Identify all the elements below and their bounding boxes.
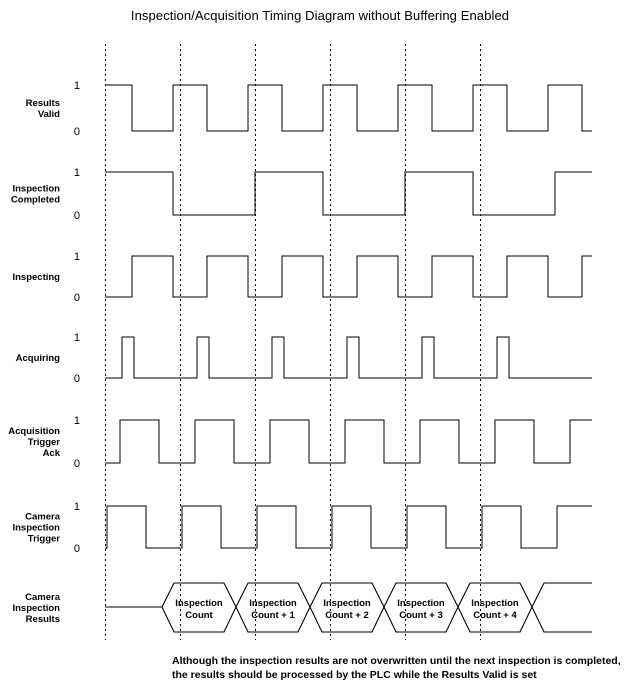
signal-label: Camera <box>25 592 61 603</box>
signal-label: Inspection <box>12 523 60 534</box>
waveform-path <box>105 171 592 216</box>
level-high-marker: 1 <box>74 332 80 344</box>
signal-label: Results <box>26 614 60 625</box>
signal-label: Valid <box>38 109 60 120</box>
level-low-marker: 0 <box>74 126 80 138</box>
level-high-marker: 1 <box>74 80 80 92</box>
level-high-marker: 1 <box>74 251 80 263</box>
bus-cell-label-line1: Inspection <box>175 598 223 609</box>
waveform-path <box>105 255 592 298</box>
bus-cell-label-line1: Inspection <box>249 598 297 609</box>
caption-line-1: Although the inspection results are not … <box>172 655 621 667</box>
bus-cell-label-line2: Count + 4 <box>473 610 517 621</box>
level-low-marker: 0 <box>74 210 80 222</box>
signal-row-3: Acquiring 1 0 <box>16 332 592 385</box>
waveform-path <box>105 336 592 379</box>
bus-cell-label-line2: Count + 3 <box>399 610 443 621</box>
level-high-marker: 1 <box>74 167 80 179</box>
signal-label: Acquisition <box>8 426 60 437</box>
bus-cell-label-line2: Count + 1 <box>251 610 295 621</box>
level-low-marker: 0 <box>74 373 80 385</box>
bus-cell-label-line2: Count <box>185 610 213 621</box>
waveform-path <box>105 505 592 549</box>
waveform-path <box>105 84 592 132</box>
diagram-caption: Although the inspection results are not … <box>172 655 632 683</box>
page-title: Inspection/Acquisition Timing Diagram wi… <box>130 8 510 23</box>
waveform-path <box>105 419 592 464</box>
signal-waveforms-group: ResultsValid10InspectionCompleted10Inspe… <box>8 80 592 555</box>
bus-cell-label-line1: Inspection <box>471 598 519 609</box>
signal-label: Acquiring <box>16 353 61 364</box>
signal-label: Camera <box>25 512 61 523</box>
level-high-marker: 1 <box>74 501 80 513</box>
signal-row-2: Inspecting 1 0 <box>12 251 592 304</box>
signal-label: Inspecting <box>12 272 60 283</box>
level-low-marker: 0 <box>74 292 80 304</box>
signal-label: Trigger <box>28 437 61 448</box>
caption-line-2: the results should be processed by the P… <box>172 668 537 681</box>
bus-cell-label-line2: Count + 2 <box>325 610 369 621</box>
level-low-marker: 0 <box>74 458 80 470</box>
bus-tail-shape <box>531 582 592 633</box>
signal-label: Inspection <box>12 603 60 614</box>
level-low-marker: 0 <box>74 543 80 555</box>
signal-label: Ack <box>43 448 61 459</box>
signal-label: Inspection <box>12 184 60 195</box>
bus-cell-label-line1: Inspection <box>397 598 445 609</box>
signal-label: Results <box>26 98 60 109</box>
gridlines-group <box>105 44 481 640</box>
signal-label: Trigger <box>28 534 61 545</box>
bus-waveform-group: CameraInspectionResultsInspectionCountIn… <box>12 582 592 633</box>
signal-label: Completed <box>11 195 60 206</box>
bus-cell-label-line1: Inspection <box>323 598 371 609</box>
level-high-marker: 1 <box>74 415 80 427</box>
